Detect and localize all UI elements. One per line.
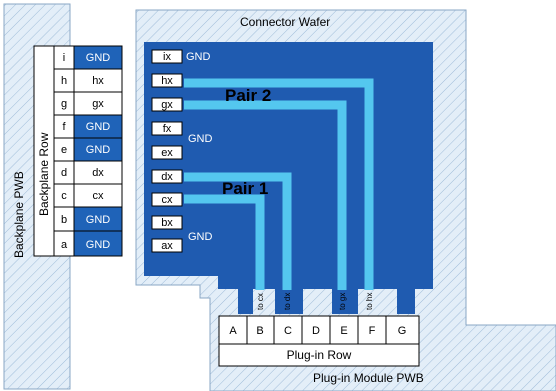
pair1-traces [184,172,292,290]
trace-label-to-cx: to cx [256,293,265,310]
plugin-col-cell [357,315,387,345]
wafer-gnd-label-top: GND [186,51,211,63]
wafer-pin-cx-label: cx [162,194,174,206]
backplane-signal-label: dx [92,167,104,179]
backplane-signal-label: GND [86,144,111,156]
wafer-pin-cx [151,192,183,207]
wafer-pin-column: ix hx gx fx ex dx cx bx ax [151,49,183,253]
wafer-pin-bx [151,215,183,230]
backplane-pin-label: f [62,121,66,133]
wafer-pin-ax-label: ax [161,240,173,252]
trace-label-to-dx: to dx [283,293,292,310]
plugin-col-label: C [284,325,292,337]
backplane-pin-label: g [61,98,67,110]
plugin-col-label: B [256,325,263,337]
plugin-row-table: A B C D E F G Plug-in Row [218,315,420,367]
wafer-pin-fx-label: fx [163,123,172,135]
backplane-pin-label: i [63,52,65,64]
wafer-gnd-label-mid: GND [188,133,213,145]
wafer-pin-hx [151,73,183,88]
backplane-signal-label: GND [86,52,111,64]
plugin-row-label: Plug-in Row [287,348,352,362]
wafer-pin-ax [151,238,183,253]
backplane-pin-label: h [61,75,67,87]
plugin-module-pwb-label: Plug-in Module PWB [313,371,424,385]
wafer-pin-ex [151,145,183,160]
trace-label-to-hx: to hx [365,293,374,310]
wafer-pin-fx [151,121,183,136]
wafer-pin-dx [151,169,183,184]
wafer-pin-ex-label: ex [161,147,173,159]
wafer-gnd-label-bottom: GND [188,231,213,243]
backplane-signal-label: GND [86,239,111,251]
backplane-signal-cell [73,230,123,257]
plugin-col-label: F [369,325,376,337]
wafer-pin-bx-label: bx [161,217,173,229]
backplane-pin-label: b [61,214,67,226]
backplane-pin-label: d [61,167,67,179]
backplane-row-table: Backplane Row i GND h hx g gx f GND e GN… [33,45,123,257]
plugin-col-cell [246,315,275,345]
backplane-pin-label: c [61,190,67,202]
plugin-col-label: G [398,325,407,337]
backplane-signal-label: gx [92,98,104,110]
wafer-pin-hx-label: hx [161,75,173,87]
pair1-label: Pair 1 [222,179,268,198]
backplane-signal-label: GND [86,121,111,133]
wafer-pin-ix-label: ix [163,51,171,63]
plugin-col-label: E [340,325,347,337]
connector-wafer-label: Connector Wafer [240,15,330,29]
pair2-label: Pair 2 [225,86,271,105]
backplane-pin-label: e [61,144,67,156]
wafer-pin-gx [151,97,183,112]
backplane-pin-label: a [61,239,68,251]
backplane-signal-label: GND [86,214,111,226]
backplane-row-label: Backplane Row [37,132,51,216]
plugin-col-label: A [229,325,237,337]
backplane-signal-label: cx [93,190,105,202]
plugin-row-label-cell [218,343,420,367]
pair2-traces [184,78,374,290]
wafer-pin-ix [151,49,183,64]
backplane-pwb-label: Backplane PWB [12,171,26,258]
backplane-signal-label: hx [92,75,104,87]
wafer-pin-dx-label: dx [161,171,173,183]
plugin-col-cell [329,315,359,345]
wafer-pin-gx-label: gx [161,99,173,111]
plugin-col-label: D [312,325,320,337]
trace-label-to-gx: to gx [338,293,347,310]
